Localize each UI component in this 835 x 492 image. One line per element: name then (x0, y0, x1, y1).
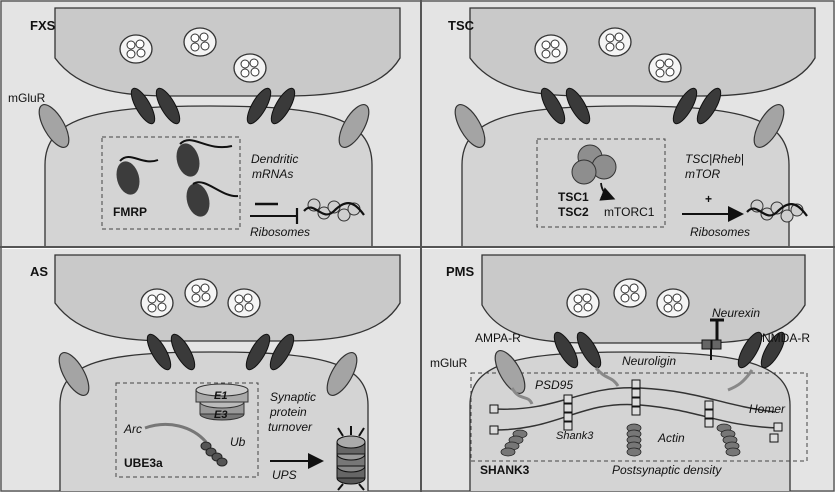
actin-filament-icon (626, 423, 642, 457)
turnover-label: turnover (268, 420, 313, 434)
plus-sign: + (705, 192, 712, 206)
tsc2-label: TSC2 (558, 205, 589, 219)
panel-title: TSC (448, 18, 475, 33)
psd-label: Postsynaptic density (612, 463, 722, 477)
actin-filament-icon (716, 423, 741, 457)
presynaptic-terminal (54, 254, 401, 342)
ampar-label: AMPA-R (475, 331, 521, 345)
shank3-box-label: SHANK3 (480, 463, 530, 477)
e1-e3-complex (195, 383, 249, 421)
vesicle-icon (598, 27, 632, 57)
dendritic-label: Dendritic (251, 152, 298, 166)
activation-arrow (599, 182, 616, 201)
vesicle-icon (656, 288, 690, 318)
vesicle-icon (184, 278, 218, 308)
tsc1-label: TSC1 (558, 190, 589, 204)
mglur-label: mGluR (430, 356, 468, 370)
panel-title: FXS (30, 18, 56, 33)
receptor-tail (510, 387, 534, 405)
postsynaptic-spine (44, 105, 373, 246)
mtorc1-label: mTORC1 (604, 205, 655, 219)
tsc-box (536, 138, 666, 228)
homer-label: Homer (749, 402, 786, 416)
fmrp-box (101, 136, 241, 230)
scaffold-blocks (489, 379, 783, 443)
panel-tsc: TSC1 TSC2 mTORC1 TSC TSC|Rheb| mTOR + Ri… (422, 2, 833, 246)
psd-box (470, 372, 808, 462)
e1-label: E1 (214, 390, 227, 402)
ribosomes-label: Ribosomes (690, 225, 750, 239)
ubiquitin-chain (200, 441, 228, 467)
panel-title: AS (30, 264, 48, 279)
presynaptic-terminal (469, 7, 816, 97)
tsc-complex (571, 144, 617, 185)
receptor-tail (727, 369, 754, 392)
psd95-label: PSD95 (535, 378, 573, 392)
ub-label: Ub (230, 435, 246, 449)
pathway-label-line1: TSC|Rheb| (685, 152, 744, 166)
vesicle-icon (566, 288, 600, 318)
receptor-tail (594, 367, 620, 387)
mrnas-label: mRNAs (252, 167, 293, 181)
panel-fxs: FXS mGluR Dendritic mRNAs FMRP Ribosomes (2, 2, 420, 246)
actin-label: Actin (657, 431, 685, 445)
arc-label: Arc (123, 422, 142, 436)
panel-title: PMS (446, 264, 475, 279)
vesicle-icon (613, 278, 647, 308)
actin-filament-icon (500, 429, 528, 457)
fmrp-label: FMRP (113, 205, 147, 219)
postsynaptic-spine (59, 351, 369, 491)
neurexin-label: Neurexin (712, 306, 760, 320)
protein-label: protein (269, 405, 307, 419)
synaptic-label: Synaptic (270, 390, 316, 404)
vesicle-icon (534, 34, 568, 64)
neuroligin-label: Neuroligin (622, 354, 676, 368)
vesicle-icon (227, 288, 261, 318)
panel-as: E1 E3 AS Arc Ub UBE3a Synaptic protein t… (2, 249, 420, 491)
presynaptic-terminal (54, 7, 401, 97)
neuroligin-icon (701, 339, 722, 360)
panel-pms: PMS Neurexin AMPA-R NMDA-R mGluR Neuroli… (422, 249, 833, 491)
vesicle-icon (140, 288, 174, 318)
postsynaptic-spine (469, 351, 791, 491)
ups-label: UPS (272, 468, 297, 482)
ube3a-label: UBE3a (124, 456, 163, 470)
vesicle-icon (648, 53, 682, 83)
nmdar-label: NMDA-R (762, 331, 810, 345)
mglur-label: mGluR (8, 91, 46, 105)
vesicle-icon (119, 34, 153, 64)
fmrp-mrna-complex (116, 139, 239, 217)
ribosomes-label: Ribosomes (250, 225, 310, 239)
arc-substrate (144, 423, 208, 444)
neurexin-icon (710, 318, 724, 340)
vesicle-icon (233, 53, 267, 83)
pathway-label-line2: mTOR (685, 167, 720, 181)
ube3a-box (115, 382, 259, 478)
proteasome-icon (336, 426, 366, 491)
e3-label: E3 (214, 409, 227, 421)
vesicle-icon (183, 27, 217, 57)
shank3-label: Shank3 (556, 430, 594, 442)
